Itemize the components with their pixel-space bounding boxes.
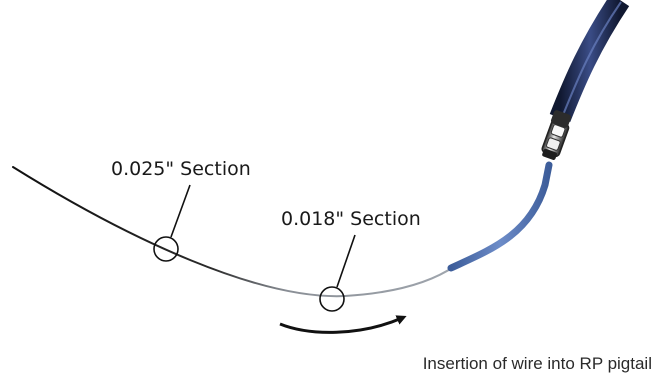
curved-arrow-right-icon [279,315,407,334]
catheter-tube [549,0,630,123]
guide-wire [12,166,456,298]
section-025-label: 0.025" Section [111,158,251,180]
callout-leader-025 [170,184,191,238]
section-018-label: 0.018" Section [281,208,421,230]
catheter-highlight [562,1,622,116]
catheter-collar [550,110,572,128]
metal-connector [541,119,570,160]
figure-caption: Insertion of wire into RP pigtail [422,354,652,373]
pigtail-tube [447,161,553,272]
callout-circle-018 [319,286,345,312]
callout-circle-025 [153,236,179,262]
callout-leader-018 [336,234,356,288]
